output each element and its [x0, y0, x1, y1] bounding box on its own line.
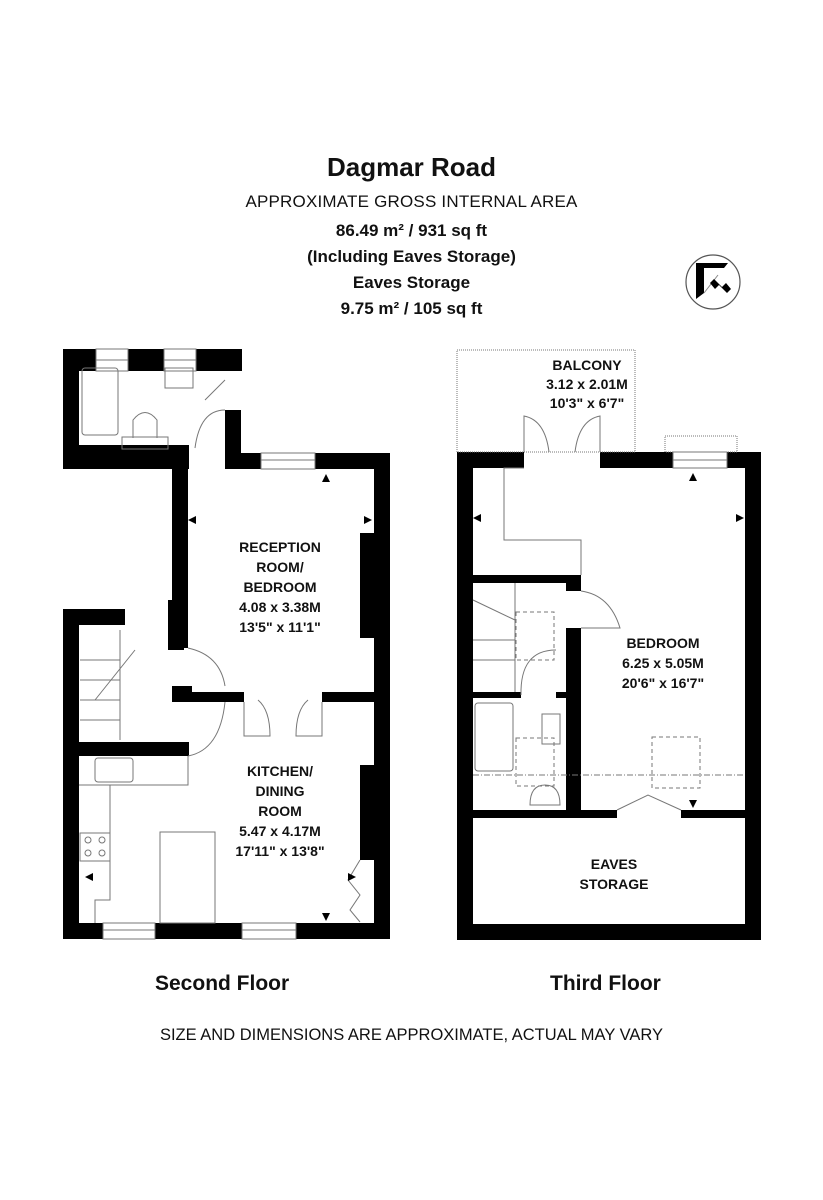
- room-dim-balcony-imperial: 10'3" x 6'7": [550, 395, 624, 411]
- room-label-balcony: BALCONY: [552, 357, 622, 373]
- room-label-reception-3: BEDROOM: [243, 579, 316, 595]
- eaves-storage-area: 9.75 m² / 105 sq ft: [340, 299, 483, 318]
- total-area: 86.49 m² / 931 sq ft: [335, 221, 488, 240]
- room-dim-kitchen-metric: 5.47 x 4.17M: [239, 823, 321, 839]
- room-label-kitchen-1: KITCHEN/: [247, 763, 313, 779]
- eaves-storage-label: Eaves Storage: [352, 273, 471, 292]
- room-dim-reception-imperial: 13'5" x 11'1": [239, 619, 320, 635]
- room-label-reception-1: RECEPTION: [239, 539, 321, 555]
- disclaimer: SIZE AND DIMENSIONS ARE APPROXIMATE, ACT…: [159, 1026, 664, 1044]
- room-dim-bedroom-metric: 6.25 x 5.05M: [622, 655, 704, 671]
- room-label-eaves-1: EAVES: [591, 856, 637, 872]
- fixtures-third: [456, 349, 745, 811]
- room-label-kitchen-2: DINING: [256, 783, 305, 799]
- area-subtitle: APPROXIMATE GROSS INTERNAL AREA: [245, 192, 578, 211]
- fixtures: [79, 348, 361, 940]
- walls-third: [457, 452, 761, 940]
- north-arrow-icon: [685, 254, 741, 310]
- room-label-reception-2: ROOM/: [256, 559, 304, 575]
- total-area-note: (Including Eaves Storage): [307, 247, 516, 266]
- property-title: Dagmar Road: [326, 152, 497, 182]
- room-dim-reception-metric: 4.08 x 3.38M: [239, 599, 321, 615]
- room-dim-kitchen-imperial: 17'11" x 13'8": [235, 843, 324, 859]
- room-dim-balcony-metric: 3.12 x 2.01M: [546, 376, 628, 392]
- floor-label-third: Third Floor: [550, 972, 661, 995]
- room-label-eaves-2: STORAGE: [580, 876, 649, 892]
- dimension-arrows: [85, 474, 372, 921]
- room-label-bedroom: BEDROOM: [626, 635, 699, 651]
- dimension-arrows-third: [473, 473, 744, 808]
- room-dim-bedroom-imperial: 20'6" x 16'7": [622, 675, 704, 691]
- floor-label-second: Second Floor: [155, 972, 290, 995]
- walls: [63, 349, 390, 939]
- room-label-kitchen-3: ROOM: [258, 803, 302, 819]
